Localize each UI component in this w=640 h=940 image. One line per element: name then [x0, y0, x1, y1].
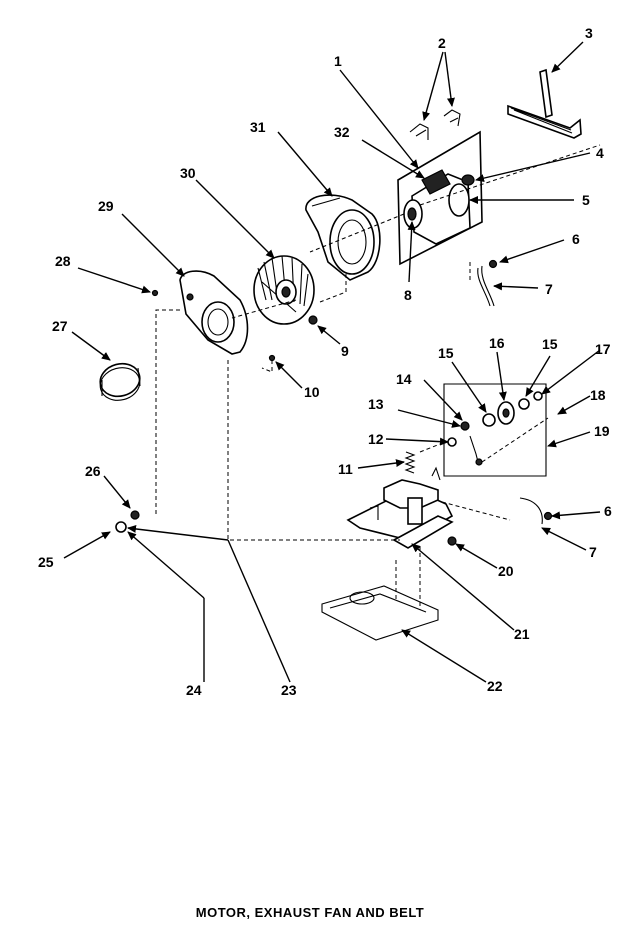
callout-11: 11 [338, 461, 353, 477]
callout-32: 32 [334, 124, 350, 140]
callout-4: 4 [596, 145, 604, 161]
seal-ring [99, 362, 141, 401]
diagram-caption: MOTOR, EXHAUST FAN AND BELT [195, 905, 425, 920]
callout-5: 5 [582, 192, 590, 208]
callout-30: 30 [180, 165, 196, 181]
callout-6-lower: 6 [604, 503, 612, 519]
motor-mount-bracket [346, 466, 454, 549]
callout-1: 1 [334, 53, 342, 69]
callout-6-upper: 6 [572, 231, 580, 247]
clips [409, 109, 461, 140]
leader-lines [63, 41, 601, 683]
callout-10: 10 [304, 384, 320, 400]
callout-2: 2 [438, 35, 446, 51]
callout-3: 3 [585, 25, 593, 41]
callout-20: 20 [498, 563, 514, 579]
blower-panel [179, 270, 249, 355]
callout-31: 31 [250, 119, 266, 135]
callout-7-lower: 7 [589, 544, 597, 560]
callout-9: 9 [341, 343, 349, 359]
callout-13: 13 [368, 396, 384, 412]
spring [404, 451, 416, 474]
wire-harness [477, 265, 543, 525]
callout-23: 23 [281, 682, 297, 698]
callout-21: 21 [514, 626, 530, 642]
idler-box [443, 383, 547, 477]
assembly-guide-lines [155, 144, 601, 610]
callout-24: 24 [186, 682, 202, 698]
callout-28: 28 [55, 253, 71, 269]
callout-25: 25 [38, 554, 54, 570]
callout-17: 17 [595, 341, 611, 357]
blower-housing [305, 194, 381, 281]
callout-26: 26 [85, 463, 101, 479]
callout-12: 12 [368, 431, 384, 447]
callout-29: 29 [98, 198, 114, 214]
callout-16: 16 [489, 335, 505, 351]
small-hardware [115, 259, 553, 546]
exhaust-fan [253, 255, 315, 325]
callout-22: 22 [487, 678, 503, 694]
callout-labels: 1 2 3 4 5 6 7 8 9 10 11 12 13 14 15 16 1… [38, 25, 612, 698]
callout-7-upper: 7 [545, 281, 553, 297]
callout-8: 8 [404, 287, 412, 303]
callout-15-right: 15 [542, 336, 558, 352]
callout-14: 14 [396, 371, 412, 387]
callout-19: 19 [594, 423, 610, 439]
callout-15-left: 15 [438, 345, 454, 361]
callout-27: 27 [52, 318, 68, 334]
callout-18: 18 [590, 387, 606, 403]
base-plate [321, 585, 439, 641]
drive-belt [507, 68, 582, 139]
